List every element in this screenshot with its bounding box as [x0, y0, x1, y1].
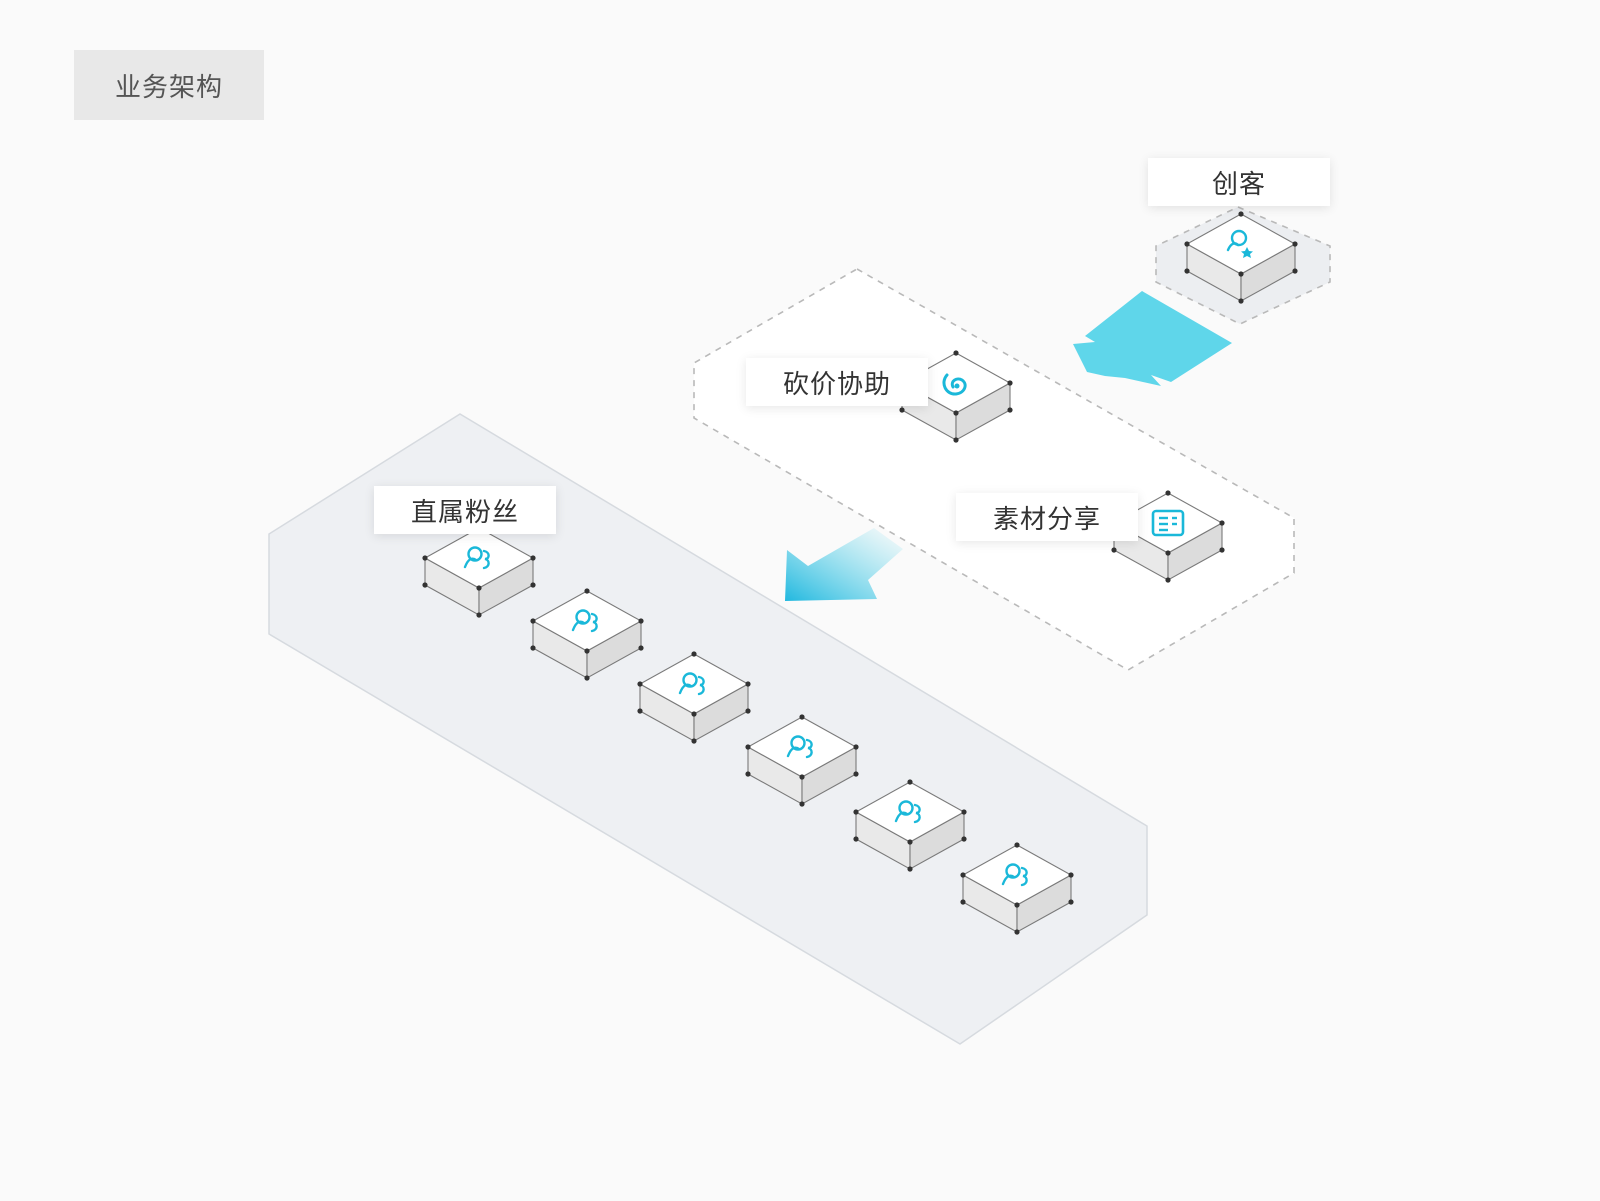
section-title: 业务架构 [74, 50, 264, 120]
fan-box [960, 842, 1074, 935]
fan-box [530, 588, 644, 681]
creator-box [1184, 211, 1298, 304]
arrow-creator-to-assist [1073, 291, 1232, 386]
bargain-label: 砍价协助 [746, 358, 928, 406]
fan-box [745, 714, 859, 807]
fan-box [853, 779, 967, 872]
share-box [1111, 490, 1225, 583]
fans-label: 直属粉丝 [374, 486, 556, 534]
share-label: 素材分享 [956, 493, 1138, 541]
creator-label: 创客 [1148, 158, 1330, 206]
fan-box [637, 651, 751, 744]
arrow-assist-to-fans [785, 528, 903, 601]
